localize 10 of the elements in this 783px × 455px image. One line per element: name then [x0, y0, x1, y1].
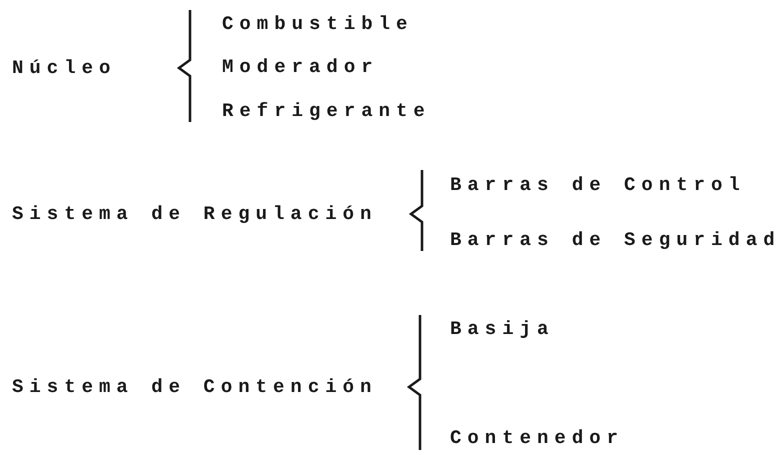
list-item: Combustible [222, 13, 414, 35]
list-item: Barras de Control [450, 174, 746, 196]
group-heading: Sistema de Contención [12, 376, 378, 398]
list-item: Barras de Seguridad [450, 229, 781, 251]
list-item: Basija [450, 318, 554, 340]
group-heading: Sistema de Regulación [12, 203, 378, 225]
list-item: Moderador [222, 56, 379, 78]
list-item: Refrigerante [222, 100, 431, 122]
list-item: Contenedor [450, 427, 624, 449]
group-heading: Núcleo [12, 57, 116, 79]
